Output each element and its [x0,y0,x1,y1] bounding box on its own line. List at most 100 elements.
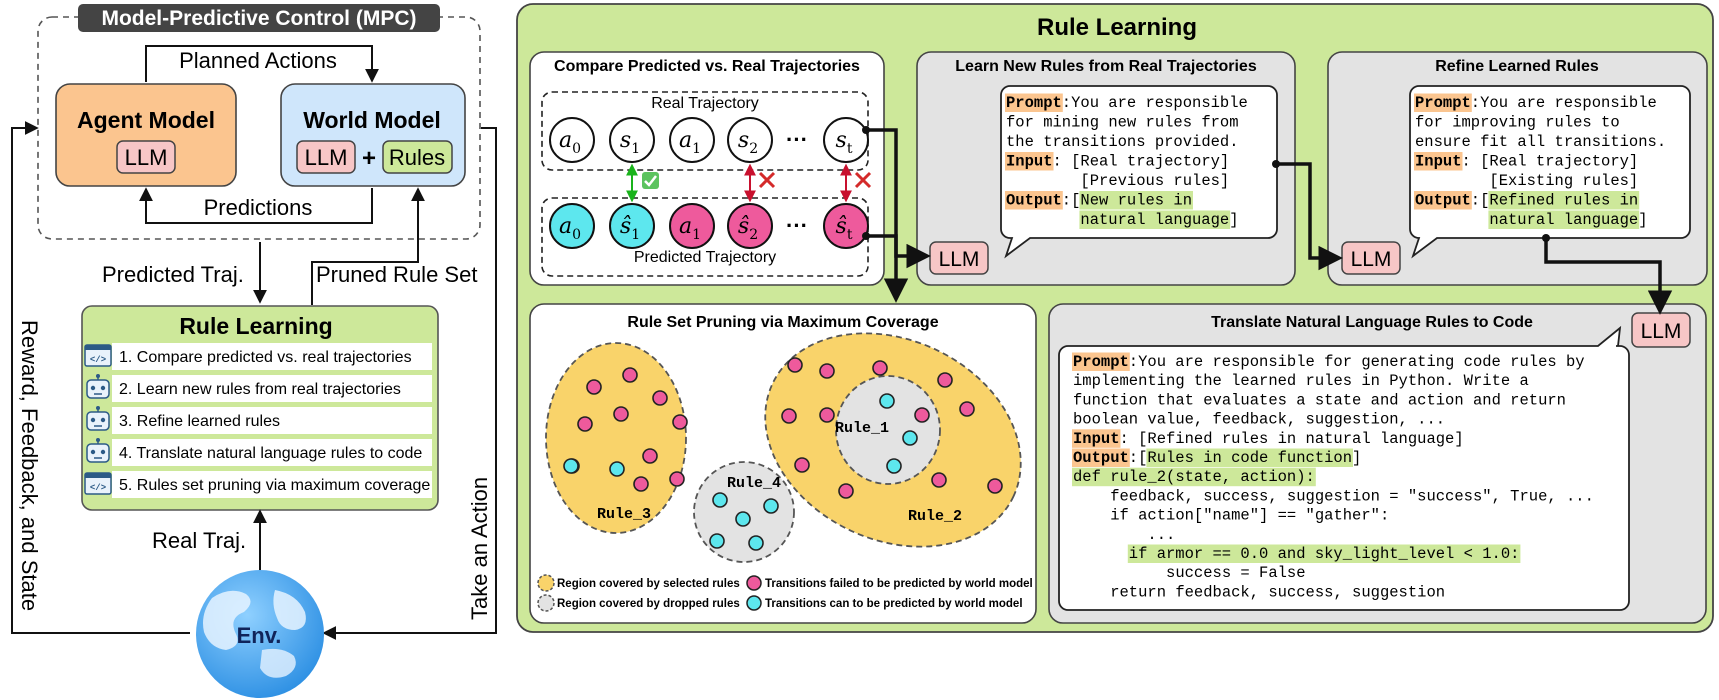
refine-llm-label: LLM [1351,248,1392,271]
legend-dropped-label: Region covered by dropped rules [557,598,740,610]
output-highlight [1072,467,1316,487]
real-trajectory-label: Real Trajectory [651,95,759,112]
mpc-title-background [78,4,440,32]
legend-predicted-label: Transitions can to be predicted by world… [765,598,1023,610]
predicted-node-4: ŝt [823,203,869,249]
svg-text:ŝ1: ŝ1 [620,214,640,243]
rule-step-label: 1. Compare predicted vs. real trajectori… [119,349,412,366]
prompt-line-segment: for improving rules to [1415,114,1620,132]
prompt-line-segment: Prompt [1073,353,1129,371]
prompt-line-segment: :You are responsible [1471,94,1657,112]
rule-3-region [545,342,687,534]
transition-points [563,357,1003,551]
keyword-highlight [1072,352,1130,371]
robot-icon [86,374,110,399]
prompt-line-segment: feedback, success, suggestion = "success… [1073,487,1594,505]
robot-icon [86,406,110,431]
failed-transition-point [652,390,668,406]
cross-icon [854,171,872,189]
prompt-line-segment: :[ [1129,449,1148,467]
failed-transition-point [819,363,835,379]
rule-step-label: 4. Translate natural language rules to c… [119,445,422,462]
prompt-line-segment: [Previous rules] [1006,172,1229,190]
world-rules-chip [382,140,453,174]
prompt-line-segment: :[ [1062,192,1081,210]
output-highlight [1488,191,1640,210]
prompt-line-segment: ... [1073,526,1175,544]
predicted-trajectory-label: Predicted Trajectory [634,249,776,266]
prompt-line-segment: the transitions provided. [1006,133,1239,151]
keyword-highlight [1005,191,1063,210]
rule-learning-summary-title: Rule Learning [179,313,332,339]
prompt-line-segment: Input [1006,153,1053,171]
rule-step-row [112,407,432,434]
planned-actions-label-bg [168,47,354,73]
prompt-line-segment: return feedback, success, suggestion [1073,583,1445,601]
prompt-line-segment: : [Real trajectory] [1053,153,1230,171]
svg-text:a1: a1 [679,128,701,157]
prompt-line-segment: Output [1073,449,1129,467]
take-action-label: Take an Action [467,477,492,620]
svg-text:s2: s2 [738,128,758,157]
failed-transition-point [622,367,638,383]
legend-selected-label: Region covered by selected rules [557,578,740,590]
world-model-title: World Model [303,107,441,133]
failed-transition-point [819,407,835,423]
prompt-line-segment [1415,211,1489,229]
prompt-line-segment [1006,211,1080,229]
real-node-2: a1 [669,117,715,163]
agent-model-box [55,83,237,187]
prompt-line-segment: for mining new rules from [1006,114,1239,132]
failed-transition-point [959,401,975,417]
svg-text:a0: a0 [559,214,581,243]
svg-text:ŝ2: ŝ2 [738,214,758,243]
prompt-line-segment [1073,545,1129,563]
translate-code-text: Prompt:You are responsible for generatin… [1072,352,1594,601]
rule-learning-steps: </> 1. Compare predicted vs. real traject… [84,343,432,498]
output-highlight [1146,448,1353,467]
pruning-title: Rule Set Pruning via Maximum Coverage [627,314,938,331]
failed-transition-point [937,372,953,388]
agent-llm-chip [116,140,176,174]
take-action-arrow [322,127,497,640]
env-label: Env. [237,623,282,648]
predicted-transition-point [712,492,728,508]
planned-actions-label: Planned Actions [179,48,337,73]
svg-text:a1: a1 [679,214,701,243]
predicted-node-0: a0 [549,203,595,249]
legend-predicted-swatch [746,595,762,611]
failed-transition-point [586,379,602,395]
reward-feedback-state-label: Reward, Feedback, and State [17,320,42,611]
rule-step-row [112,375,432,402]
output-highlight [1079,191,1193,210]
keyword-highlight [1005,152,1054,171]
predicted-transition-point [879,393,895,409]
failed-transition-point [794,457,810,473]
robot-icon [86,438,110,463]
translate-title: Translate Natural Language Rules to Code [1211,314,1533,331]
code-window-icon: </> [84,344,112,367]
svg-text:</>: </> [90,355,106,365]
refine-to-translate-arrow [1544,238,1673,315]
prompt-line-segment: Rules in code function [1147,449,1352,467]
pruning-legend: Region covered by selected rules Region … [537,574,1033,612]
rule-step-label: 2. Learn new rules from real trajectorie… [119,381,401,398]
real-node-0: a0 [549,117,595,163]
prompt-line-segment: Output [1006,192,1062,210]
keyword-highlight [1414,152,1463,171]
prompt-line-segment: ] [1352,449,1361,467]
failed-transition-point [613,406,629,422]
failed-transition-point [633,476,649,492]
keyword-highlight [1414,93,1472,112]
real-node-3: s2 [727,117,773,163]
failed-transition-point [642,448,658,464]
rule-step-row [112,471,432,498]
predictions-label: Predictions [204,195,313,220]
predicted-traj-label: Predicted Traj. [102,262,244,287]
rule-step-label: 5. Rules set pruning via maximum coverag… [119,477,430,494]
rule-3-label: Rule_3 [597,506,651,523]
refine-arrow-start [1542,234,1550,242]
prompt-line-segment: Input [1415,153,1462,171]
failed-transition-point [787,357,803,373]
